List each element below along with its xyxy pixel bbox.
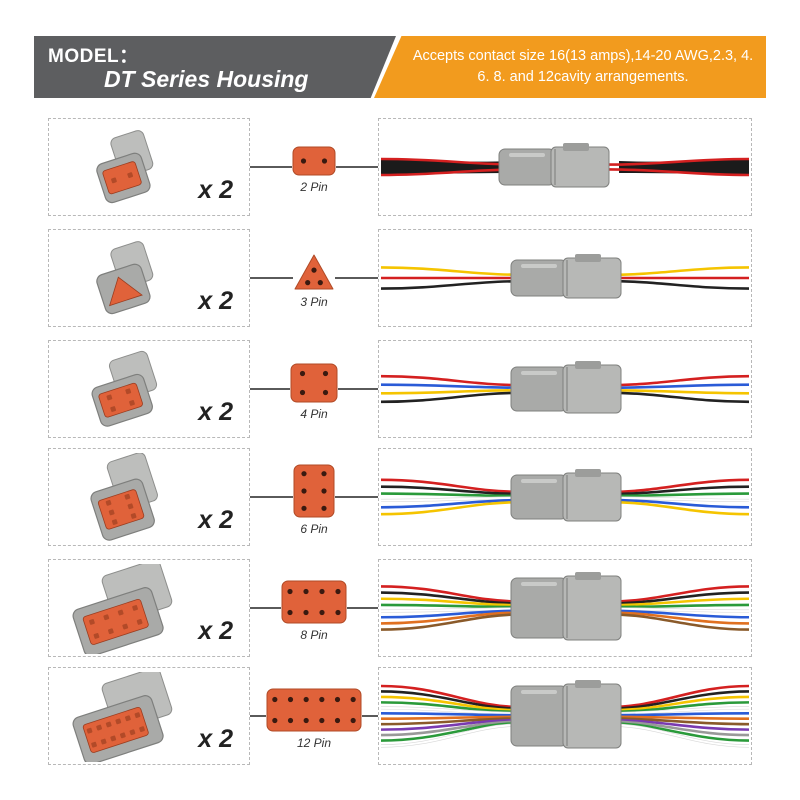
pin-layout-diagram [293, 464, 335, 518]
pin-count-label: 6 Pin [300, 522, 328, 536]
connector-line-left [250, 166, 292, 168]
wired-connector-panel [378, 118, 752, 216]
wired-connector-pair-image [381, 143, 749, 188]
quantity-label: x 2 [198, 725, 233, 753]
quantity-label: x 2 [198, 506, 233, 534]
connector-image-panel: x 2 [48, 559, 250, 657]
connector-line-left [250, 388, 290, 390]
pin-layout-diagram [292, 146, 336, 176]
description-text: Accepts contact size 16(13 amps),14-20 A… [412, 48, 754, 85]
connector-line-left [250, 607, 281, 609]
wired-connector-pair-image [381, 469, 749, 522]
connector-housing-image [72, 564, 173, 654]
pin-count-label: 12 Pin [296, 736, 332, 750]
connector-housing-image [91, 350, 158, 427]
connector-housing-image [72, 672, 173, 762]
model-label: MODEL： [48, 46, 139, 67]
wired-connector-panel [378, 559, 752, 657]
connector-line-left [250, 277, 293, 279]
connector-housing-image [96, 241, 154, 315]
connector-housing-image [96, 130, 154, 204]
quantity-label: x 2 [198, 617, 233, 645]
connector-image-panel: x 2 [48, 118, 250, 216]
connector-image-panel: x 2 [48, 448, 250, 546]
pin-count-label: 2 Pin [300, 180, 328, 194]
wired-connector-panel [378, 229, 752, 327]
pin-count-label: 8 Pin [300, 628, 328, 642]
description-banner: Accepts contact size 16(13 amps),14-20 A… [374, 36, 766, 98]
wired-connector-pair-image [381, 572, 749, 641]
quantity-label: x 2 [198, 398, 233, 426]
connector-image-panel: x 2 [48, 667, 250, 765]
quantity-label: x 2 [198, 287, 233, 315]
connector-line-right [336, 166, 378, 168]
pin-count-label: 4 Pin [300, 407, 328, 421]
connector-line-left [250, 496, 293, 498]
connector-image-panel: x 2 [48, 340, 250, 438]
connector-line-right [335, 277, 378, 279]
connector-image-panel: x 2 [48, 229, 250, 327]
pin-layout-diagram [290, 363, 338, 403]
pin-count-label: 3 Pin [300, 295, 328, 309]
pin-layout-diagram [266, 688, 362, 732]
connector-line-right [338, 388, 378, 390]
wired-connector-pair-image [381, 361, 749, 414]
connector-housing-image [90, 453, 158, 541]
connector-line-right [335, 496, 378, 498]
pin-layout-diagram [294, 254, 334, 290]
wired-connector-pair-image [381, 254, 749, 299]
wired-connector-panel [378, 340, 752, 438]
connector-line-right [347, 607, 378, 609]
connector-line-right [362, 715, 378, 717]
wired-connector-panel [378, 667, 752, 765]
model-banner: MODEL： DT Series Housing [34, 36, 396, 98]
pin-layout-diagram [281, 580, 347, 624]
series-title: DT Series Housing [104, 66, 309, 92]
wired-connector-panel [378, 448, 752, 546]
connector-line-left [250, 715, 266, 717]
wired-connector-pair-image [381, 680, 749, 749]
quantity-label: x 2 [198, 176, 233, 204]
